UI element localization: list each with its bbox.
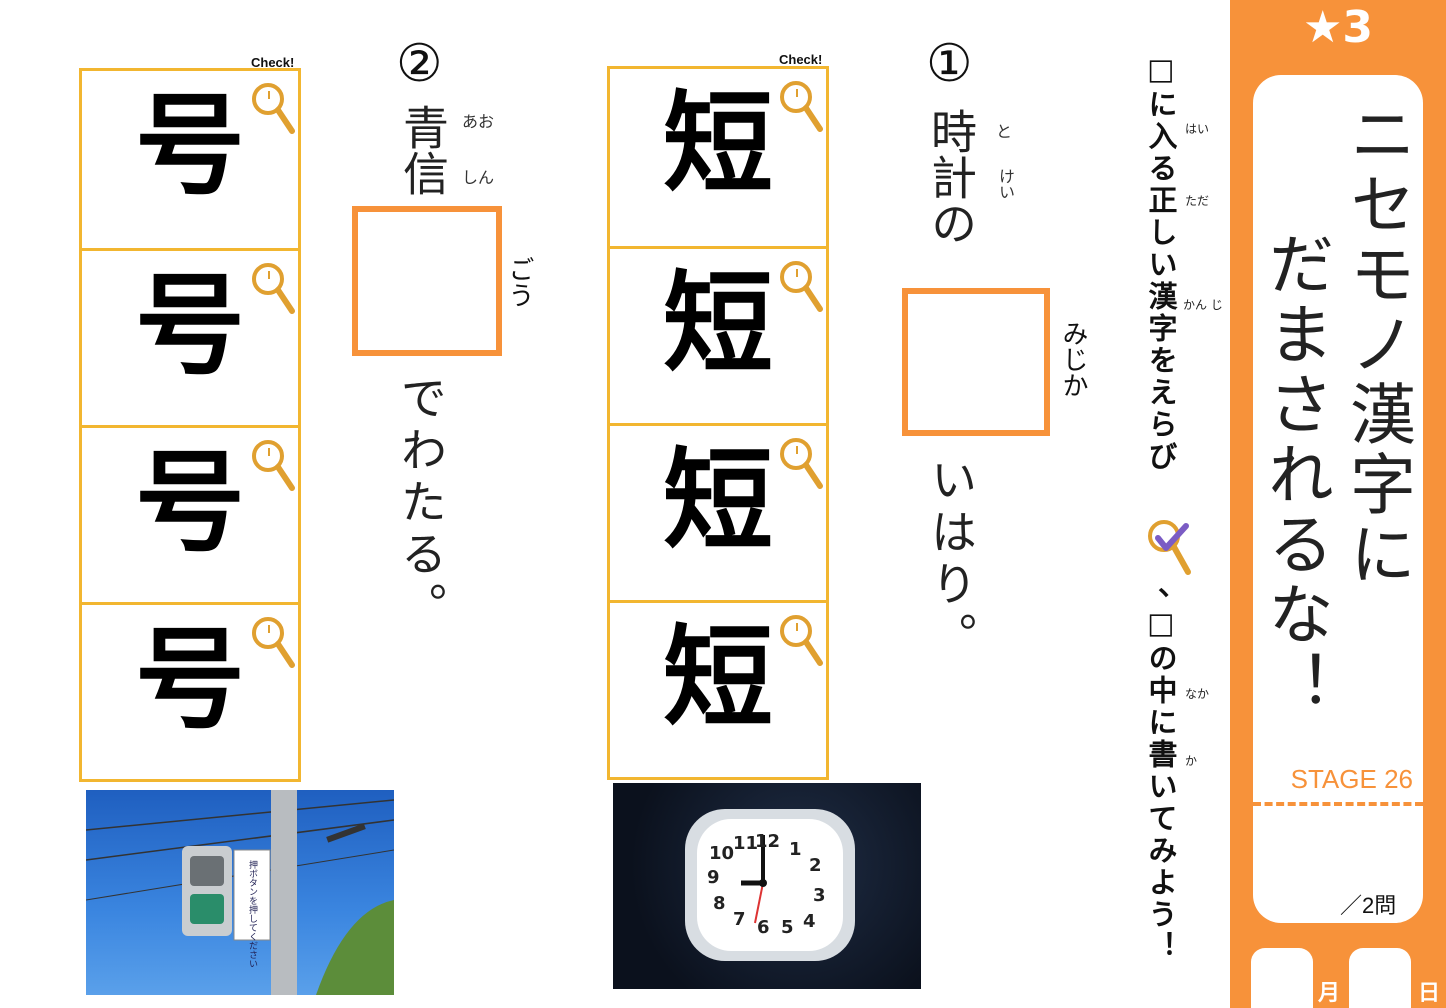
clock-number: 2	[809, 855, 822, 876]
clock-number: 12	[755, 831, 780, 852]
ruby-tada: ただ	[1185, 194, 1210, 208]
magnifier-check-icon	[1146, 516, 1198, 578]
title-line-1: ニセモノ漢字に	[1339, 100, 1416, 590]
score-label: ／2問	[1340, 893, 1397, 918]
magnifier-icon[interactable]	[778, 611, 826, 669]
ruby-hai: はい	[1185, 122, 1210, 136]
day-field[interactable]	[1349, 948, 1411, 1008]
instruction-part-3: □の中に書いてみよう！	[1144, 606, 1178, 963]
magnifier-icon[interactable]	[250, 613, 298, 671]
signal-sign-text: 押ボタンを押してください	[247, 859, 258, 968]
question-1-ruby-kei: けい	[996, 168, 1015, 200]
title-line-2: だまされるな！	[1257, 230, 1334, 720]
question-1-check-label: Check!	[779, 52, 823, 67]
candidate-glyph: 号	[135, 262, 245, 390]
clock-number: 7	[733, 909, 746, 930]
magnifier-icon[interactable]	[778, 257, 826, 315]
question-2-check-label: Check!	[251, 55, 295, 70]
clock-number: 6	[757, 917, 770, 938]
candidate-cell[interactable]: 号	[82, 71, 298, 246]
clock-number: 11	[733, 833, 758, 854]
ruby-kanji: かん じ	[1183, 298, 1223, 312]
magnifier-icon[interactable]	[778, 434, 826, 492]
candidate-glyph: 短	[663, 80, 773, 208]
day-label: 日	[1418, 981, 1441, 1006]
candidate-glyph: 短	[663, 260, 773, 388]
clock-number: 10	[709, 843, 734, 864]
candidate-glyph: 短	[663, 437, 773, 565]
month-field[interactable]	[1251, 948, 1313, 1008]
candidate-cell[interactable]: 短	[610, 246, 826, 424]
question-1-text-before: 時計の	[924, 108, 978, 246]
clock-number: 3	[813, 885, 826, 906]
question-2-text-after: でわたる。	[394, 374, 448, 634]
question-1-number: ①	[926, 34, 973, 94]
instruction-part-1: □に入る正しい漢字をえらび	[1144, 52, 1178, 473]
question-1-candidate-strip: 短 短 短 短	[607, 66, 829, 780]
clock-number: 9	[707, 867, 720, 888]
stage-label: STAGE 26	[1290, 764, 1413, 794]
magnifier-icon[interactable]	[250, 259, 298, 317]
candidate-glyph: 号	[135, 439, 245, 567]
month-label: 月	[1318, 981, 1341, 1006]
question-1-answer-reading: みじか	[1058, 320, 1088, 398]
difficulty-stars: ★3	[1302, 2, 1374, 53]
clock-number: 8	[713, 893, 726, 914]
clock-number: 1	[789, 839, 802, 860]
question-1-answer-box[interactable]	[902, 288, 1050, 436]
traffic-signal-illustration: 押ボタンを押してください	[86, 790, 394, 995]
alarm-clock-illustration: 11 12 1 2 10 3 9 4 8 7 6 5	[685, 809, 855, 961]
candidate-cell[interactable]: 号	[82, 602, 298, 779]
dashed-divider	[1253, 802, 1423, 806]
candidate-glyph: 号	[135, 82, 245, 210]
question-2-candidate-strip: 号 号 号 号	[79, 68, 301, 782]
question-2-answer-box[interactable]	[352, 206, 502, 356]
candidate-cell[interactable]: 短	[610, 423, 826, 601]
clock-number: 5	[781, 917, 794, 938]
question-2-answer-reading: ごう	[504, 256, 534, 308]
candidate-glyph: 短	[663, 614, 773, 742]
candidate-cell[interactable]: 短	[610, 600, 826, 777]
ruby-ka: か	[1185, 754, 1198, 768]
instruction-comma: 、	[1158, 568, 1191, 602]
ruby-naka: なか	[1185, 687, 1210, 701]
question-2-ruby-ao: あお	[462, 112, 495, 131]
magnifier-icon[interactable]	[250, 79, 298, 137]
candidate-cell[interactable]: 号	[82, 248, 298, 426]
question-1-text-after: いはり。	[924, 456, 978, 664]
question-2-text-before: 青信	[396, 104, 450, 196]
clock-number: 4	[803, 911, 816, 932]
magnifier-icon[interactable]	[250, 436, 298, 494]
title-card	[1253, 75, 1423, 923]
candidate-cell[interactable]: 号	[82, 425, 298, 603]
candidate-glyph: 号	[135, 616, 245, 744]
candidate-cell[interactable]: 短	[610, 69, 826, 244]
magnifier-icon[interactable]	[778, 77, 826, 135]
alarm-clock-photo: 11 12 1 2 10 3 9 4 8 7 6 5	[613, 783, 921, 989]
question-2-number: ②	[396, 34, 443, 94]
question-1-ruby-to: と	[996, 122, 1013, 141]
question-2-ruby-shin: しん	[462, 168, 495, 187]
traffic-signal-photo: 押ボタンを押してください	[86, 790, 394, 995]
